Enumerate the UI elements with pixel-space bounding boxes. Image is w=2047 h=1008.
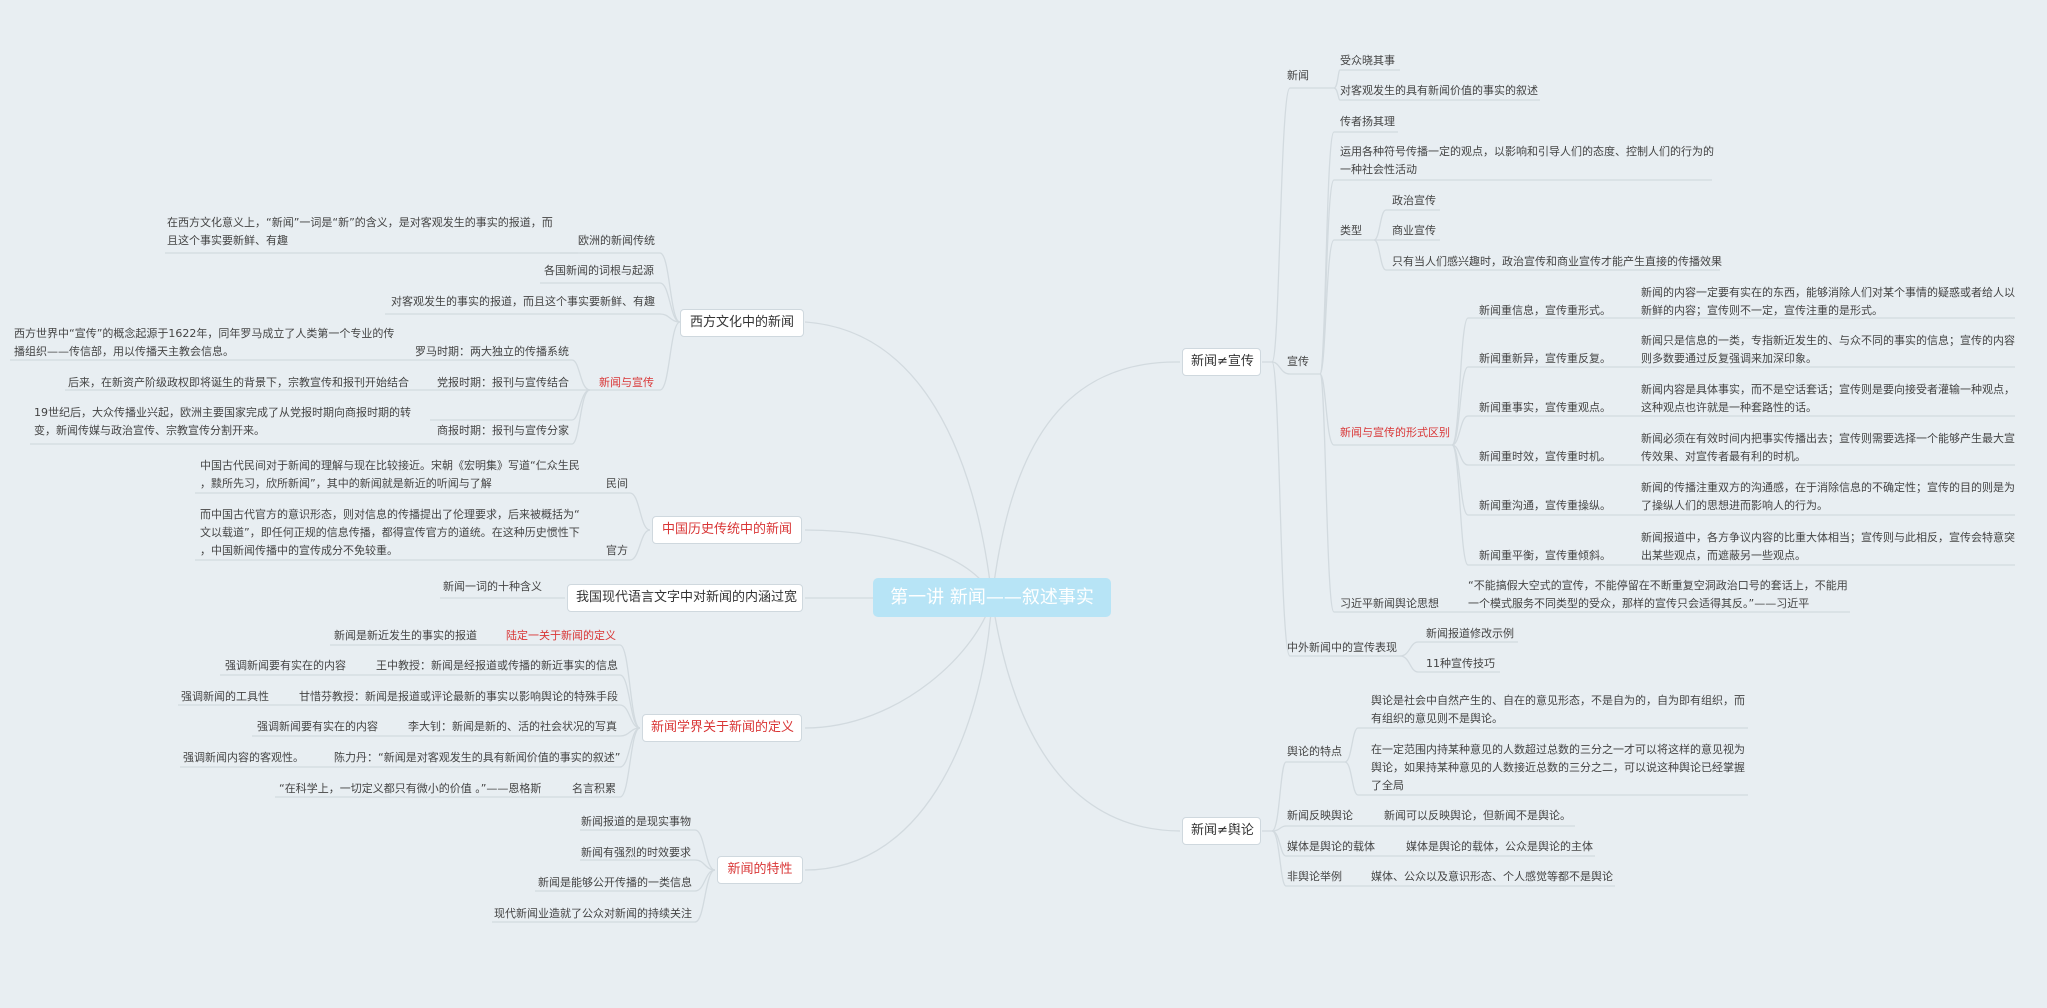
node-diff-1-desc-2: 新鲜的内容；宣传则不一定，宣传注重的是形式。 [1641, 304, 1883, 317]
node-prop-a[interactable]: 传者扬其理 [1340, 115, 1395, 128]
node-commercial-paper-period[interactable]: 商报时期：报刊与宣传分家 [437, 424, 569, 437]
node-chen-lidan[interactable]: 陈力丹：“新闻是对客观发生的具有新闻价值的事实的叙述” [334, 751, 621, 764]
node-ten-meanings[interactable]: 新闻一词的十种含义 [443, 580, 542, 593]
node-party-paper-desc: 后来，在新资产阶级政权即将诞生的背景下，宗教宣传和报刊开始结合 [68, 376, 409, 389]
node-diff-5-desc-2: 了操纵人们的思想进而影响人的行为。 [1641, 499, 1828, 512]
node-media-carrier[interactable]: 媒体是舆论的载体 [1287, 840, 1375, 853]
node-reflect-opinion[interactable]: 新闻反映舆论 [1287, 809, 1353, 822]
node-cn-foreign-propaganda[interactable]: 中外新闻中的宣传表现 [1287, 641, 1397, 654]
node-rome-period[interactable]: 罗马时期：两大独立的传播系统 [415, 345, 569, 358]
node-diff-1[interactable]: 新闻重信息，宣传重形式。 [1479, 304, 1611, 317]
node-news-b[interactable]: 对客观发生的具有新闻价值的事实的叙述 [1340, 84, 1538, 97]
node-feature-3[interactable]: 新闻是能够公开传播的一类信息 [538, 876, 692, 889]
node-propaganda[interactable]: 宣传 [1287, 355, 1309, 368]
branch-modern-language[interactable]: 我国现代语言文字中对新闻的内涵过宽 [567, 584, 803, 612]
node-type-effect[interactable]: 只有当人们感兴趣时，政治宣传和商业宣传才能产生直接的传播效果 [1392, 255, 1722, 268]
node-rome-desc-1: 西方世界中“宣传”的概念起源于1622年，同年罗马成立了人类第一个专业的传 [14, 327, 395, 340]
node-diff-6-desc-1: 新闻报道中，各方争议内容的比重大体相当；宣传则与此相反，宣传会特意突 [1641, 531, 2015, 544]
node-news-and-propaganda[interactable]: 新闻与宣传 [599, 376, 654, 389]
node-diff-5[interactable]: 新闻重沟通，宣传重操纵。 [1479, 499, 1611, 512]
node-lu-dingyi[interactable]: 陆定一关于新闻的定义 [506, 629, 616, 642]
node-opinion-feat-a-1: 舆论是社会中自然产生的、自在的意见形态，不是自为的，自为即有组织，而 [1371, 694, 1745, 707]
node-type-commercial[interactable]: 商业宣传 [1392, 224, 1436, 237]
node-official-desc-1: 而中国古代官方的意识形态，则对信息的传播提出了伦理要求，后来被概括为“ [200, 508, 580, 521]
node-diff-3-desc-1: 新闻内容是具体事实，而不是空话套话；宣传则是要向接受者灌输一种观点， [1641, 383, 2015, 396]
node-folk-desc-2: ，黩所先习，欣所新闻”，其中的新闻就是新近的听闻与了解 [200, 477, 492, 490]
node-opinion-feat-b-3: 了全局 [1371, 779, 1404, 792]
node-feature-2[interactable]: 新闻有强烈的时效要求 [581, 846, 691, 859]
node-reflect-opinion-desc: 新闻可以反映舆论，但新闻不是舆论。 [1384, 809, 1571, 822]
node-commercial-desc-1: 19世纪后，大众传播业兴起，欧洲主要国家完成了从党报时期向商报时期的转 [34, 406, 411, 419]
node-non-opinion[interactable]: 非舆论举例 [1287, 870, 1342, 883]
node-prop-b-1[interactable]: 运用各种符号传播一定的观点，以影响和引导人们的态度、控制人们的行为的 [1340, 145, 1714, 158]
node-chen-lidan-note: 强调新闻内容的客观性。 [183, 751, 304, 764]
node-news-a[interactable]: 受众晓其事 [1340, 54, 1395, 67]
node-lu-dingyi-desc: 新闻是新近发生的事实的报道 [334, 629, 477, 642]
node-folk[interactable]: 民间 [606, 477, 628, 490]
node-diff-2-desc-1: 新闻只是信息的一类，专指新近发生的、与众不同的事实的信息；宣传的内容 [1641, 334, 2015, 347]
node-opinion-feat-b-1: 在一定范围内持某种意见的人数超过总数的三分之一才可以将这样的意见视为 [1371, 743, 1745, 756]
node-euro-desc-1: 在西方文化意义上，“新闻”一词是“新”的含义，是对客观发生的事实的报道，而 [167, 216, 553, 229]
root-topic[interactable]: 第一讲 新闻——叙述事实 [873, 578, 1111, 617]
branch-chinese-tradition[interactable]: 中国历史传统中的新闻 [652, 516, 802, 544]
node-party-paper-period[interactable]: 党报时期：报刊与宣传结合 [437, 376, 569, 389]
node-opinion-features[interactable]: 舆论的特点 [1287, 745, 1342, 758]
node-prop-b-2: 一种社会性活动 [1340, 163, 1417, 176]
node-xi-thought[interactable]: 习近平新闻舆论思想 [1340, 597, 1439, 610]
node-gan-xifen[interactable]: 甘惜芬教授：新闻是报道或评论最新的事实以影响舆论的特殊手段 [299, 690, 618, 703]
node-famous-quotes[interactable]: 名言积累 [572, 782, 616, 795]
node-type[interactable]: 类型 [1340, 224, 1362, 237]
node-feature-1[interactable]: 新闻报道的是现实事物 [581, 815, 691, 828]
node-xi-desc-1: “不能搞假大空式的宣传，不能停留在不断重复空洞政治口号的套话上，不能用 [1468, 579, 1848, 592]
node-official-desc-3: ，中国新闻传播中的宣传成分不免较重。 [200, 544, 398, 557]
node-folk-desc-1: 中国古代民间对于新闻的理解与现在比较接近。宋朝《宏明集》写道“仁众生民 [200, 459, 580, 472]
node-objective-report[interactable]: 对客观发生的事实的报道，而且这个事实要新鲜、有趣 [391, 295, 655, 308]
branch-news-not-opinion[interactable]: 新闻≠舆论 [1182, 817, 1261, 845]
node-word-roots[interactable]: 各国新闻的词根与起源 [544, 264, 654, 277]
node-rome-desc-2: 播组织——传信部，用以传播天主教会信息。 [14, 345, 234, 358]
branch-news-features[interactable]: 新闻的特性 [717, 856, 803, 884]
node-opinion-feat-a-2: 有组织的意见则不是舆论。 [1371, 712, 1503, 725]
node-official[interactable]: 官方 [606, 544, 628, 557]
branch-news-not-propaganda[interactable]: 新闻≠宣传 [1182, 348, 1261, 376]
node-form-differences[interactable]: 新闻与宣传的形式区别 [1340, 426, 1450, 439]
node-cn-techniques[interactable]: 11种宣传技巧 [1426, 657, 1495, 670]
node-wang-zhong-note: 强调新闻要有实在的内容 [225, 659, 346, 672]
node-gan-xifen-note: 强调新闻的工具性 [181, 690, 269, 703]
node-euro-tradition[interactable]: 欧洲的新闻传统 [578, 234, 655, 247]
node-xi-desc-2: 一个模式服务不同类型的受众，那样的宣传只会适得其反。”——习近平 [1468, 597, 1810, 610]
node-diff-4-desc-2: 传效果、对宣传者最有利的时机。 [1641, 450, 1806, 463]
branch-west-news[interactable]: 西方文化中的新闻 [680, 309, 804, 337]
node-type-political[interactable]: 政治宣传 [1392, 194, 1436, 207]
node-diff-4-desc-1: 新闻必须在有效时间内把事实传播出去；宣传则需要选择一个能够产生最大宣 [1641, 432, 2015, 445]
node-news[interactable]: 新闻 [1287, 69, 1309, 82]
node-li-dazhao[interactable]: 李大钊：新闻是新的、活的社会状况的写真 [408, 720, 617, 733]
node-wang-zhong[interactable]: 王中教授：新闻是经报道或传播的新近事实的信息 [376, 659, 618, 672]
node-quote-desc: “在科学上，一切定义都只有微小的价值 。”——恩格斯 [279, 782, 542, 795]
node-diff-5-desc-1: 新闻的传播注重双方的沟通感，在于消除信息的不确定性；宣传的目的则是为 [1641, 481, 2015, 494]
node-diff-6[interactable]: 新闻重平衡，宣传重倾斜。 [1479, 549, 1611, 562]
node-feature-4[interactable]: 现代新闻业造就了公众对新闻的持续关注 [494, 907, 692, 920]
node-media-carrier-desc: 媒体是舆论的载体，公众是舆论的主体 [1406, 840, 1593, 853]
branch-academic-definitions[interactable]: 新闻学界关于新闻的定义 [642, 714, 802, 742]
node-euro-desc-2: 且这个事实要新鲜、有趣 [167, 234, 288, 247]
node-diff-1-desc-1: 新闻的内容一定要有实在的东西，能够消除人们对某个事情的疑惑或者给人以 [1641, 286, 2015, 299]
node-cn-example[interactable]: 新闻报道修改示例 [1426, 627, 1514, 640]
node-non-opinion-desc: 媒体、公众以及意识形态、个人感觉等都不是舆论 [1371, 870, 1613, 883]
node-diff-2[interactable]: 新闻重新异，宣传重反复。 [1479, 352, 1611, 365]
node-diff-6-desc-2: 出某些观点，而遮蔽另一些观点。 [1641, 549, 1806, 562]
node-opinion-feat-b-2: 舆论，如果持某种意见的人数接近总数的三分之二，可以说这种舆论已经掌握 [1371, 761, 1745, 774]
node-diff-3-desc-2: 这种观点也许就是一种套路性的话。 [1641, 401, 1817, 414]
node-diff-2-desc-2: 则多数要通过反复强调来加深印象。 [1641, 352, 1817, 365]
node-diff-3[interactable]: 新闻重事实，宣传重观点。 [1479, 401, 1611, 414]
node-diff-4[interactable]: 新闻重时效，宣传重时机。 [1479, 450, 1611, 463]
node-commercial-desc-2: 变，新闻传媒与政治宣传、宗教宣传分割开来。 [34, 424, 265, 437]
node-li-dazhao-note: 强调新闻要有实在的内容 [257, 720, 378, 733]
node-official-desc-2: 文以载道”，即任何正规的信息传播，都得宣传官方的道统。在这种历史惯性下 [200, 526, 580, 539]
